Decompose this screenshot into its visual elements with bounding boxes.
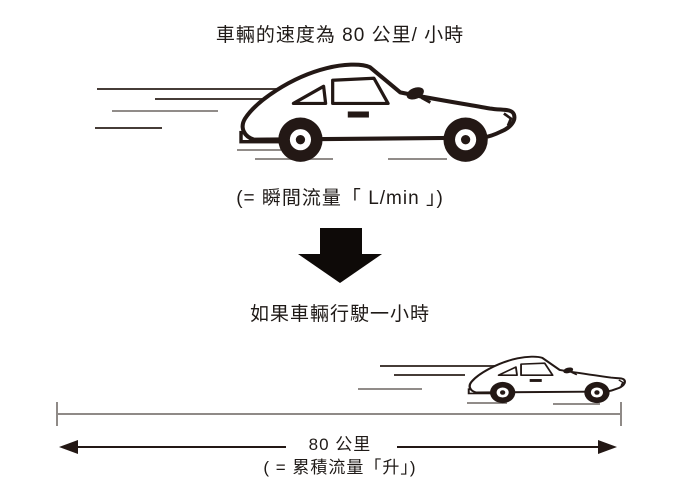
speed-line xyxy=(112,110,218,112)
instant-flow-caption: (= 瞬間流量「 L/min 」) xyxy=(236,188,444,209)
speed-line xyxy=(155,98,273,100)
distance-arrow-line-right xyxy=(397,446,598,448)
speed-line xyxy=(553,403,600,405)
road-tick-left xyxy=(56,402,58,426)
speed-line xyxy=(237,149,281,151)
down-arrow-head xyxy=(298,254,382,283)
speed-line xyxy=(358,388,422,390)
distance-arrow-line-left xyxy=(77,446,286,448)
road-tick-right xyxy=(620,402,622,426)
speed-line xyxy=(97,88,284,90)
distance-label: 80 公里 xyxy=(308,435,372,454)
down-arrow-stem xyxy=(320,228,362,255)
speed-line xyxy=(467,402,507,404)
road-line xyxy=(57,413,622,415)
condition-label: 如果車輛行駛一小時 xyxy=(249,304,430,325)
car-illustration-large xyxy=(238,61,520,166)
cumulative-flow-caption: ( = 累積流量「升」) xyxy=(263,458,417,477)
arrowhead-left-icon xyxy=(59,440,78,454)
arrowhead-right-icon xyxy=(598,440,617,454)
speed-line xyxy=(394,374,465,376)
speed-title: 車輛的速度為 80 公里/ 小時 xyxy=(215,25,465,46)
speed-line xyxy=(388,158,447,160)
speed-line xyxy=(95,127,162,129)
speed-line xyxy=(380,365,497,367)
car-illustration-small xyxy=(467,355,626,405)
